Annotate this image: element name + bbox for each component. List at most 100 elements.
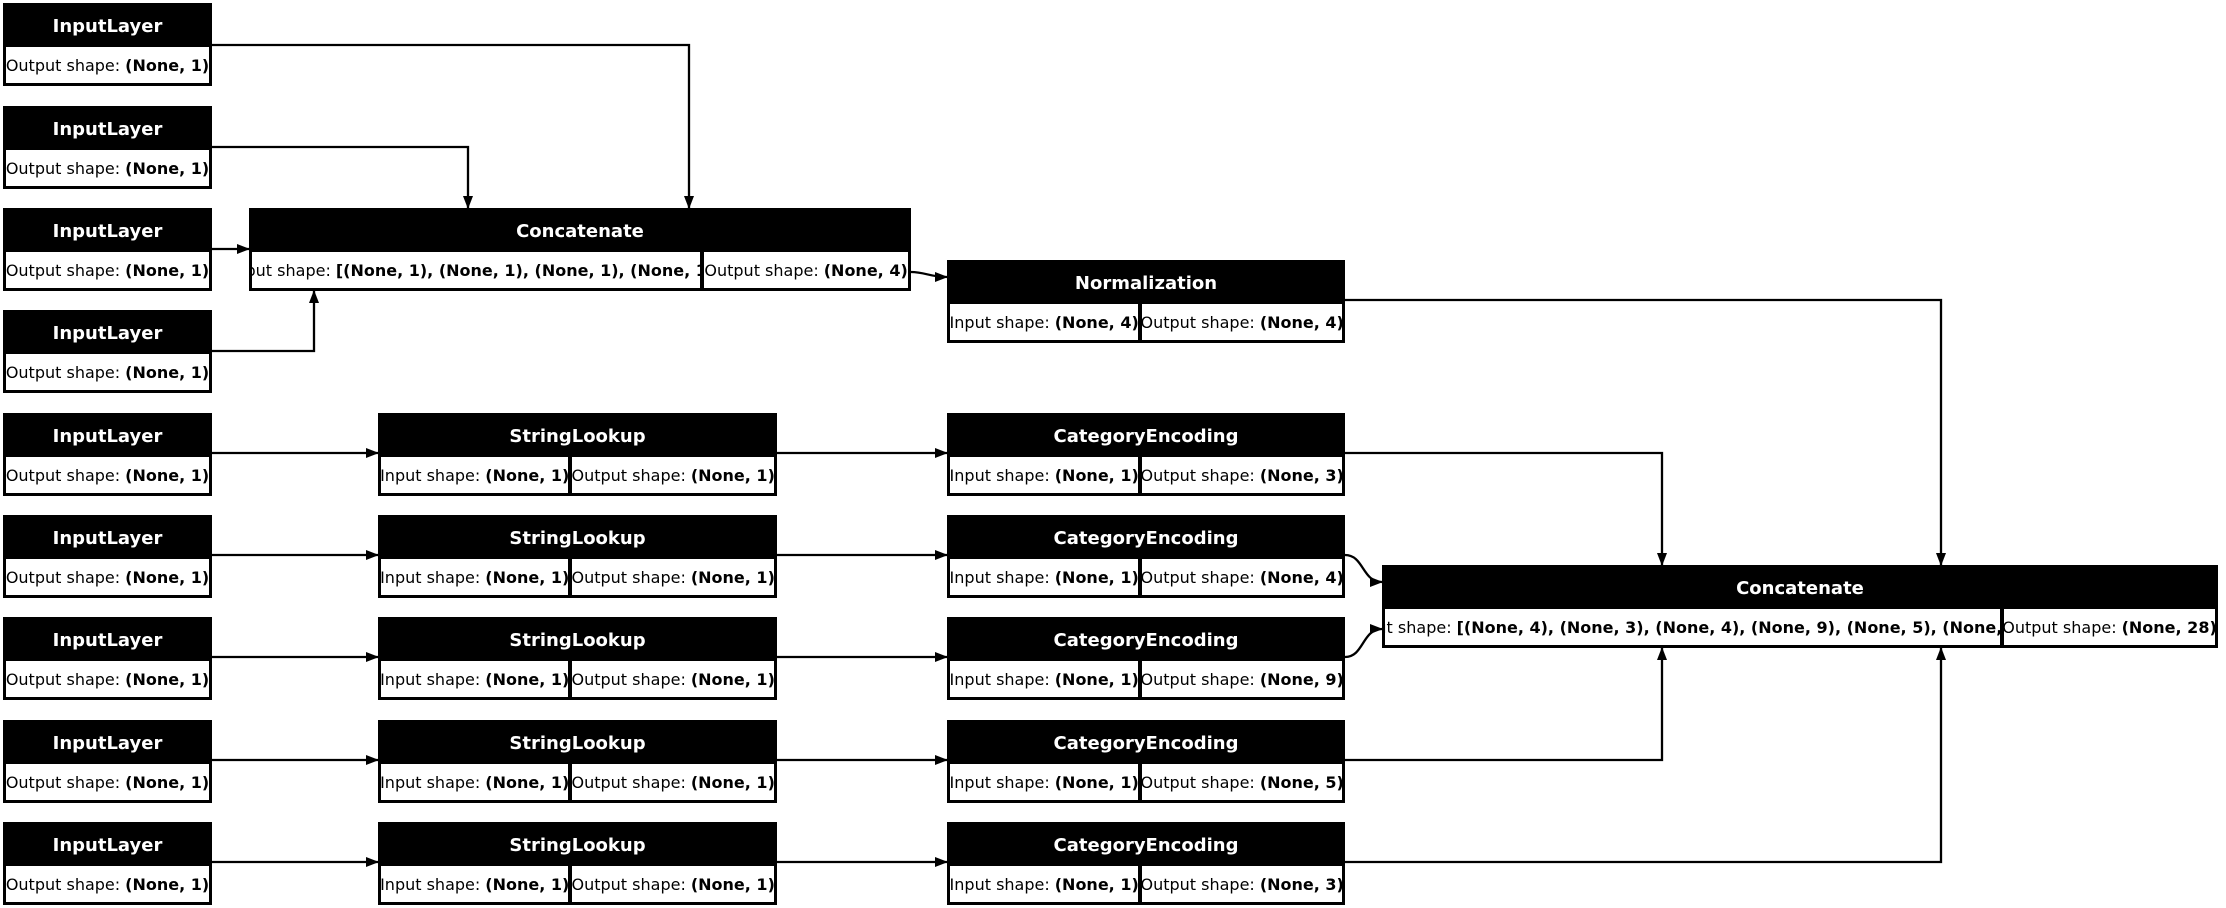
layer-type-title: StringLookup — [509, 528, 646, 549]
shape-label: Input shape: — [381, 772, 481, 792]
shape-value: (None, 1) — [1054, 772, 1139, 792]
shape-cell: Output shape:(None, 4) — [704, 252, 908, 288]
shape-label: Input shape: — [381, 567, 481, 587]
shape-label: Output shape: — [6, 874, 121, 894]
shape-cell: Output shape:(None, 1) — [6, 559, 209, 595]
shape-label: Input shape: — [381, 465, 481, 485]
shape-cell: Output shape:(None, 5) — [1142, 764, 1342, 800]
shape-label: Output shape: — [572, 567, 686, 587]
layer-type-title: StringLookup — [509, 630, 646, 651]
shape-label: Input shape: — [950, 312, 1050, 332]
layer-shape-row: Output shape:(None, 1) — [6, 150, 209, 186]
edge-ce3-c2 — [1344, 624, 1383, 659]
shape-cell: Output shape:(None, 4) — [1142, 304, 1342, 340]
edge-norm-c2 — [1345, 298, 1946, 566]
layer-type-title: InputLayer — [52, 323, 163, 344]
shape-cell: Input shape:(None, 1) — [381, 866, 569, 902]
shape-value: (None, 1) — [690, 567, 774, 587]
shape-value: (None, 1) — [690, 874, 774, 894]
edge-il1-c1 — [212, 43, 694, 209]
shape-value: (None, 1) — [125, 362, 209, 382]
shape-cell: Output shape:(None, 1) — [572, 661, 774, 697]
shape-label: Output shape: — [6, 772, 121, 792]
shape-value: (None, 4) — [823, 260, 908, 280]
shape-label: Output shape: — [6, 158, 121, 178]
shape-label: Input shape: — [381, 669, 481, 689]
layer-shape-row: Input shape:(None, 1)Output shape:(None,… — [381, 661, 774, 697]
shape-cell: Output shape:(None, 28) — [2004, 609, 2215, 645]
layer-shape-row: Input shape:(None, 1)Output shape:(None,… — [381, 457, 774, 493]
layer-shape-row: Input shape:[(None, 4), (None, 3), (None… — [1385, 609, 2215, 645]
shape-cell: Output shape:(None, 1) — [6, 47, 209, 83]
shape-cell: Output shape:(None, 3) — [1142, 457, 1342, 493]
edge-c1-norm — [910, 270, 948, 282]
layer-shape-row: Output shape:(None, 1) — [6, 252, 209, 288]
shape-label: Output shape: — [1142, 772, 1255, 792]
shape-value: (None, 1) — [125, 55, 209, 75]
shape-label: Output shape: — [6, 362, 121, 382]
shape-label: Output shape: — [6, 260, 121, 280]
shape-label: Input shape: — [950, 874, 1050, 894]
shape-value: (None, 1) — [125, 260, 209, 280]
shape-label: Output shape: — [1142, 567, 1255, 587]
shape-value: (None, 3) — [1259, 465, 1342, 485]
shape-cell: Input shape:(None, 1) — [381, 661, 569, 697]
layer-type-title: Concatenate — [1736, 578, 1864, 599]
shape-cell: Output shape:(None, 1) — [572, 559, 774, 595]
shape-value: (None, 1) — [125, 158, 209, 178]
layer-shape-row: Input shape:[(None, 1), (None, 1), (None… — [252, 252, 908, 288]
layer-type-title: InputLayer — [52, 119, 163, 140]
shape-cell: Output shape:(None, 1) — [6, 150, 209, 186]
shape-value: (None, 1) — [125, 772, 209, 792]
shape-value: (None, 1) — [690, 465, 774, 485]
shape-label: Input shape: — [1385, 617, 1452, 637]
layer-type-title: StringLookup — [509, 426, 646, 447]
shape-label: Output shape: — [1142, 669, 1255, 689]
layer-shape-row: Output shape:(None, 1) — [6, 354, 209, 390]
shape-label: Output shape: — [1142, 874, 1255, 894]
shape-label: Output shape: — [6, 55, 121, 75]
shape-label: Input shape: — [950, 465, 1050, 485]
layer-type-title: CategoryEncoding — [1053, 630, 1239, 651]
shape-value: (None, 3) — [1259, 874, 1342, 894]
shape-label: Input shape: — [381, 874, 481, 894]
shape-cell: Output shape:(None, 1) — [6, 354, 209, 390]
shape-cell: Input shape:(None, 1) — [950, 559, 1139, 595]
shape-label: Output shape: — [572, 772, 686, 792]
layer-type-title: InputLayer — [52, 221, 163, 242]
shape-cell: Input shape:(None, 1) — [950, 866, 1139, 902]
layer-shape-row: Input shape:(None, 1)Output shape:(None,… — [950, 457, 1342, 493]
shape-value: (None, 1) — [125, 567, 209, 587]
edge-il4-c1 — [212, 290, 319, 353]
shape-value: (None, 4) — [1259, 567, 1342, 587]
shape-cell: Output shape:(None, 1) — [572, 866, 774, 902]
shape-label: Input shape: — [252, 260, 331, 280]
layer-type-title: StringLookup — [509, 835, 646, 856]
layer-shape-row: Input shape:(None, 4)Output shape:(None,… — [950, 304, 1342, 340]
shape-value: (None, 1) — [1054, 465, 1139, 485]
shape-value: (None, 1) — [485, 669, 569, 689]
layer-type-title: InputLayer — [52, 733, 163, 754]
shape-cell: Output shape:(None, 1) — [572, 764, 774, 800]
shape-cell: Input shape:(None, 1) — [950, 661, 1139, 697]
edge-ce1-c2 — [1345, 451, 1667, 566]
shape-label: Output shape: — [1142, 312, 1255, 332]
layer-type-title: CategoryEncoding — [1053, 528, 1239, 549]
shape-value: (None, 1) — [690, 669, 774, 689]
shape-value: [(None, 4), (None, 3), (None, 4), (None,… — [1456, 617, 2001, 637]
layer-type-title: Normalization — [1074, 273, 1218, 294]
shape-value: (None, 1) — [690, 772, 774, 792]
layer-shape-row: Output shape:(None, 1) — [6, 661, 209, 697]
shape-value: (None, 1) — [485, 567, 569, 587]
shape-value: (None, 1) — [485, 874, 569, 894]
